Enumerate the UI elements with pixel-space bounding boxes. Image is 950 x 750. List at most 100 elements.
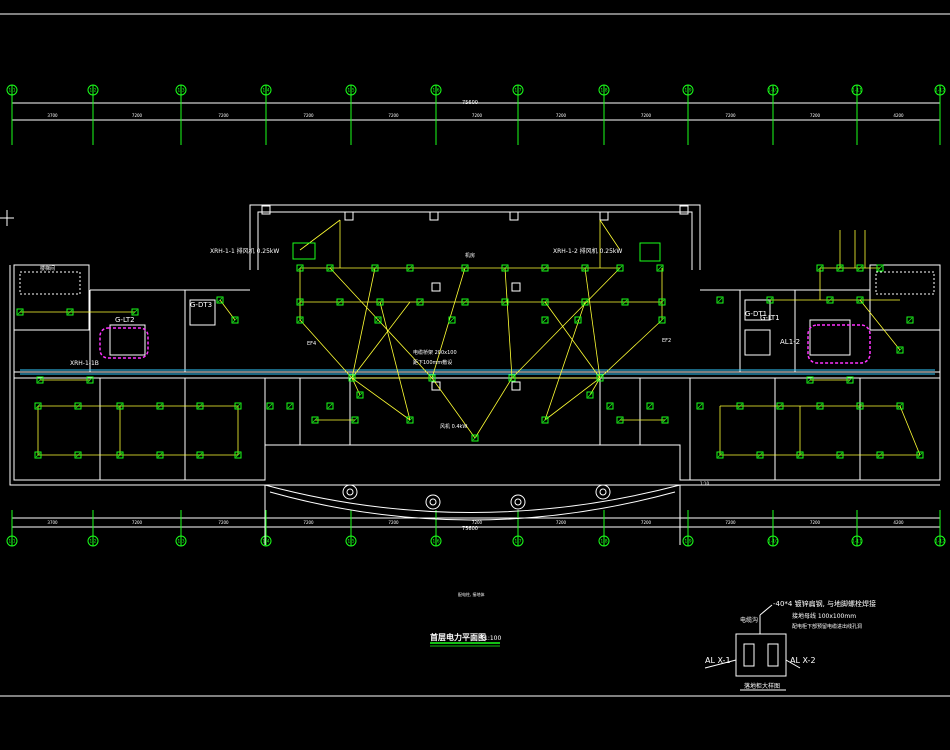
- power-outlet-symbol: [656, 264, 664, 272]
- detail-left-tag: AL X-1: [705, 656, 731, 665]
- power-outlet-symbol: [231, 316, 239, 324]
- power-outlet-symbol: [296, 298, 304, 306]
- axis-bubble: [260, 84, 272, 96]
- power-outlet-symbol: [36, 376, 44, 384]
- power-outlet-symbol: [351, 416, 359, 424]
- axis-label: 1-4: [262, 88, 269, 94]
- drawing-scale: 1:100: [484, 635, 501, 642]
- span-dimension: 3700: [47, 113, 58, 118]
- axis-bubble: [430, 84, 442, 96]
- label-panel-left: G-LT2: [115, 316, 135, 324]
- power-outlet-symbol: [616, 416, 624, 424]
- power-outlet-symbol: [116, 451, 124, 459]
- floor-cabinet-detail: -40*4 镀锌扁钢, 与地脚螺栓焊接 电缆沟 接地母线 100x100mm 配…: [704, 599, 876, 691]
- drawing-title: 首层电力平面图: [430, 632, 486, 642]
- axis-label: 1-11: [852, 88, 862, 94]
- axis-bubble: [934, 84, 946, 96]
- axis-label: 1-3: [177, 539, 184, 545]
- power-outlet-symbol: [461, 264, 469, 272]
- power-outlet-symbol: [131, 308, 139, 316]
- power-outlet-symbol: [616, 264, 624, 272]
- detail-right-tag: AL X-2: [790, 656, 816, 665]
- axis-bubble: [430, 535, 442, 547]
- axis-bubble: [851, 535, 863, 547]
- power-outlet-symbol: [156, 402, 164, 410]
- building-walls: [9, 204, 941, 545]
- detail-note-2: 电缆沟: [740, 616, 758, 624]
- power-outlet-symbol: [581, 298, 589, 306]
- power-outlet-symbol: [581, 264, 589, 272]
- axis-bubble: [175, 84, 187, 96]
- axis-bubble: [260, 535, 272, 547]
- detail-note-3: 接地母线 100x100mm: [792, 612, 856, 620]
- wire-segment: [431, 377, 476, 439]
- axis-bubble: [767, 535, 779, 547]
- span-dimension: 7200: [810, 520, 821, 525]
- axis-bubble: [175, 535, 187, 547]
- power-outlet-symbol: [406, 264, 414, 272]
- power-outlet-symbol: [916, 451, 924, 459]
- power-outlet-symbol: [606, 402, 614, 410]
- axis-bubble: [345, 535, 357, 547]
- power-outlet-symbol: [311, 416, 319, 424]
- axis-bubble: [851, 84, 863, 96]
- label-mid-left: EF4: [307, 341, 316, 347]
- power-outlet-symbol: [266, 402, 274, 410]
- power-outlet-symbol: [876, 451, 884, 459]
- power-outlet-symbol: [116, 402, 124, 410]
- power-outlet-symbol: [371, 264, 379, 272]
- power-outlet-symbol: [596, 374, 604, 382]
- power-outlet-symbol: [766, 296, 774, 304]
- axis-label: 1-10: [768, 88, 778, 94]
- axis-label: 1-9: [684, 88, 691, 94]
- span-dimension: 7200: [472, 113, 483, 118]
- cable-tray: [20, 369, 935, 375]
- power-outlet-symbol: [756, 451, 764, 459]
- span-dimension: 7200: [725, 520, 736, 525]
- label-fan-left: XRH-1-1 排风机 0.25kW: [210, 247, 279, 255]
- axis-grid-bottom: 1-137001-272001-372001-472001-572001-672…: [6, 510, 946, 547]
- power-outlet-symbol: [646, 402, 654, 410]
- axis-label: 1-10: [768, 539, 778, 545]
- span-dimension: 7200: [132, 520, 143, 525]
- wire-segment: [299, 219, 341, 251]
- power-outlet-symbol: [846, 376, 854, 384]
- power-outlet-symbol: [286, 402, 294, 410]
- power-outlet-symbol: [586, 391, 594, 399]
- power-outlet-symbol: [856, 402, 864, 410]
- span-dimension: 7200: [388, 520, 399, 525]
- power-outlet-symbol: [374, 316, 382, 324]
- axis-label: 1-1: [8, 88, 15, 94]
- power-outlet-symbol: [508, 374, 516, 382]
- power-fixtures: [16, 264, 924, 459]
- power-outlet-symbol: [448, 316, 456, 324]
- span-dimension: 4200: [893, 113, 904, 118]
- wire-segment: [474, 377, 513, 439]
- power-outlet-symbol: [856, 296, 864, 304]
- axis-label: 1-6: [432, 88, 439, 94]
- axis-bubble: [682, 535, 694, 547]
- axis-label: 1-9: [684, 539, 691, 545]
- power-outlet-symbol: [816, 264, 824, 272]
- span-dimension: 7200: [556, 113, 567, 118]
- power-outlet-symbol: [336, 298, 344, 306]
- wire-segment: [584, 267, 601, 379]
- span-dimension: 7200: [810, 113, 821, 118]
- power-outlet-symbol: [658, 316, 666, 324]
- span-dimension: 4200: [893, 520, 904, 525]
- detail-note-4: 配电柜下部预留电缆进出线孔洞: [792, 623, 862, 630]
- span-dimension: 7200: [218, 520, 229, 525]
- wire-segment: [351, 377, 411, 421]
- power-outlet-symbol: [574, 316, 582, 324]
- power-outlet-symbol: [541, 316, 549, 324]
- axis-bubble: [682, 84, 694, 96]
- label-panel-right-2: G-LT1: [760, 314, 780, 322]
- axis-bubble: [767, 84, 779, 96]
- power-outlet-symbol: [541, 416, 549, 424]
- power-outlet-symbol: [234, 451, 242, 459]
- span-dimension: 7200: [218, 113, 229, 118]
- label-panel-right: G-DT1: [745, 310, 767, 318]
- plan-labels: XRH-1-1 排风机 0.25kW XRH-1-2 排风机 0.25kW 机房…: [40, 247, 800, 486]
- power-outlet-symbol: [356, 391, 364, 399]
